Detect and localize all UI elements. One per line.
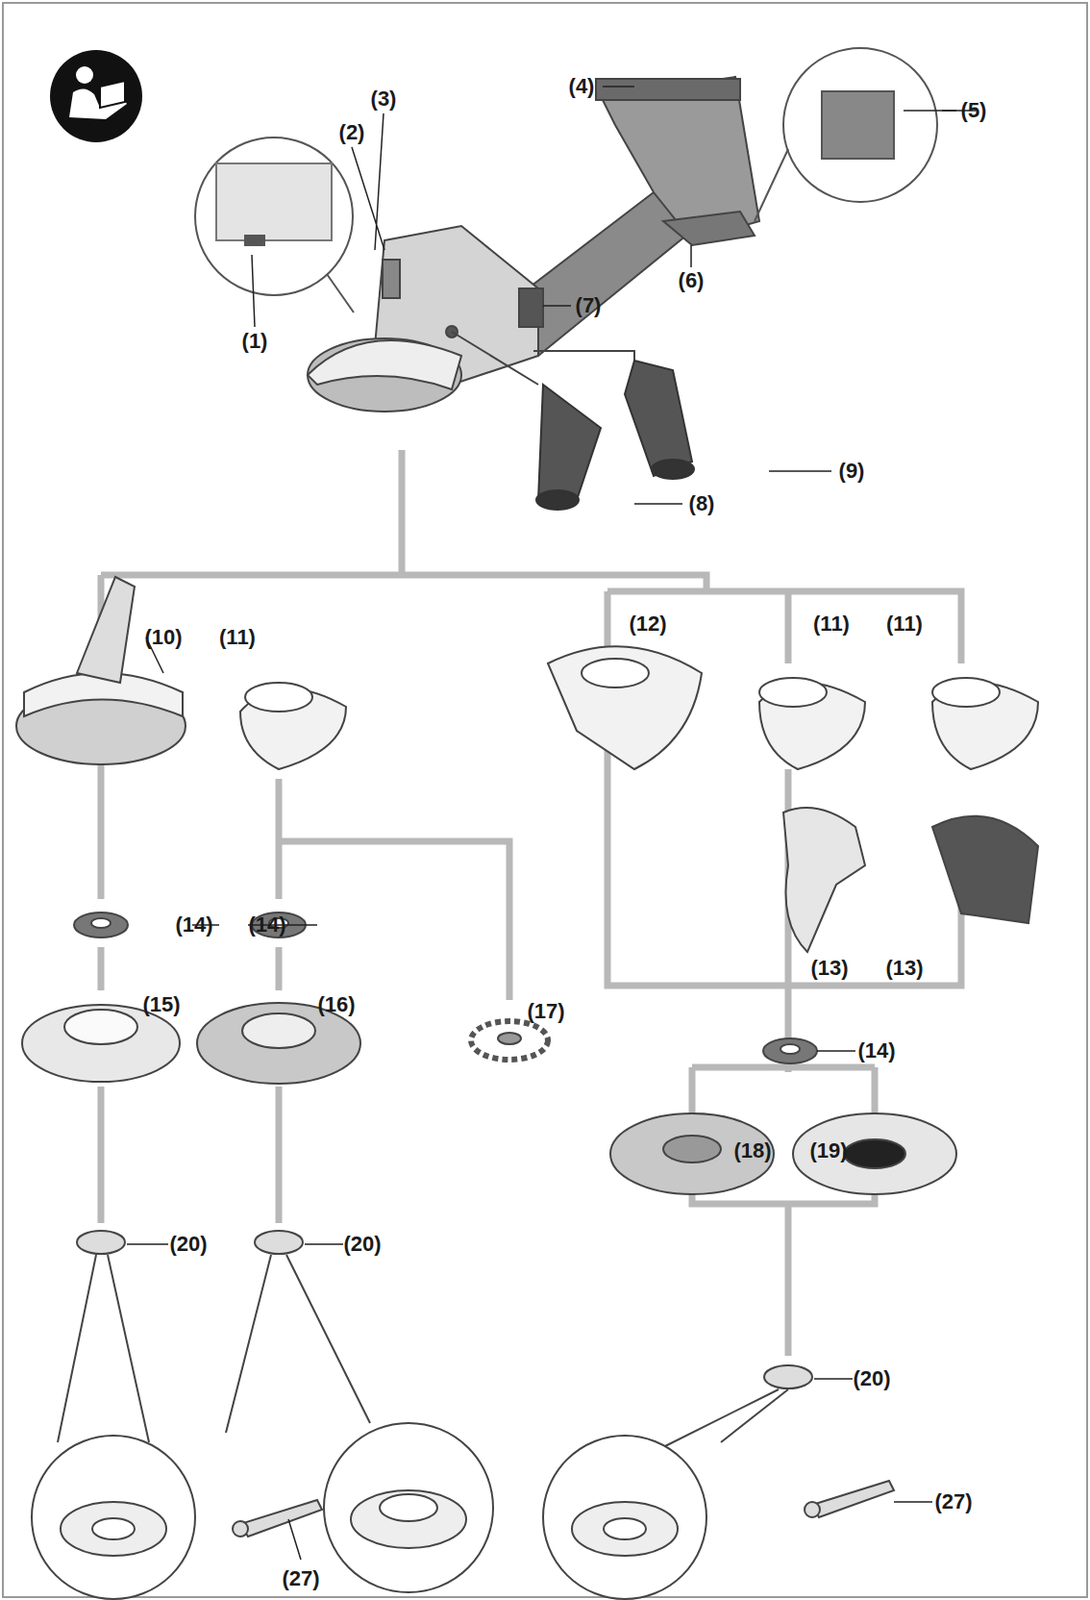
callout-number: (12) [628,611,667,637]
flange-details [31,1254,789,1599]
guards [16,576,1039,952]
callout-number: (20) [169,1231,207,1257]
wrenches [232,1480,894,1536]
callout-number: (20) [852,1365,891,1391]
callout-number: (8) [689,491,716,517]
callout-number: (5) [961,98,988,124]
callout-number: (15) [142,991,180,1017]
callout-number: (2) [339,120,366,146]
callout-number: (13) [810,955,848,981]
callout-number: (14) [247,912,286,938]
auxiliary-handles [451,331,694,510]
callout-number: (11) [219,624,256,650]
callout-number: (3) [371,86,397,112]
callout-number: (19) [809,1138,847,1164]
callout-number: (11) [886,611,923,637]
callout-number: (7) [575,293,602,319]
callout-number: (14) [174,912,213,938]
callout-number: (16) [317,991,355,1017]
callout-number: (9) [839,458,866,484]
callout-number: (6) [678,268,705,294]
flanges-and-discs [22,912,957,1388]
callout-number: (13) [885,955,923,981]
detail-bubbles [195,48,938,313]
assembly-lines [100,449,962,1356]
callout-number: (27) [281,1565,320,1591]
callout-number: (20) [343,1231,381,1257]
callout-number: (27) [934,1488,972,1514]
callout-number: (4) [569,74,595,100]
callout-number: (11) [813,611,850,637]
leader-lines [126,86,976,1560]
callout-number: (17) [526,998,565,1024]
callout-number: (18) [733,1138,771,1164]
manual-icon [49,49,143,143]
callout-number: (14) [857,1038,895,1064]
callout-number: (1) [242,328,269,354]
callout-number: (10) [144,624,182,650]
